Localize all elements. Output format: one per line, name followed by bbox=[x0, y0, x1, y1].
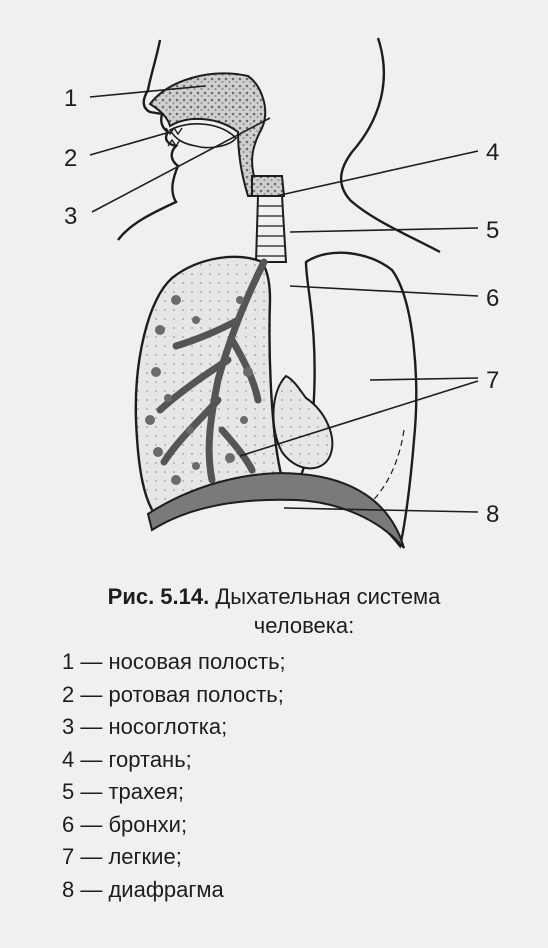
leader-lines bbox=[89, 85, 479, 513]
label-7: 7 bbox=[486, 367, 499, 394]
label-1: 1 bbox=[64, 85, 77, 112]
legend-item: 5 — трахея; bbox=[62, 779, 185, 804]
legend-list: 1 — носовая полость; 2 — ротовая полость… bbox=[62, 646, 286, 906]
back-of-head-outline bbox=[340, 37, 441, 254]
oral-cavity-shape bbox=[168, 123, 238, 149]
trachea-rings bbox=[256, 205, 285, 257]
face-profile-outline bbox=[117, 39, 180, 241]
label-5: 5 bbox=[486, 217, 499, 244]
label-4: 4 bbox=[486, 139, 499, 166]
label-3: 3 bbox=[64, 203, 77, 230]
caption-figure-number: Рис. 5.14. bbox=[107, 584, 210, 609]
legend-item: 7 — легкие; bbox=[62, 844, 182, 869]
larynx-shape bbox=[251, 175, 286, 197]
heart-shape bbox=[272, 374, 334, 470]
bronchial-tree bbox=[156, 258, 268, 484]
right-lung-shape bbox=[298, 251, 418, 549]
caption-title-line: Рис. 5.14. Дыхательная система bbox=[0, 582, 548, 611]
legend-item: 3 — носоглотка; bbox=[62, 714, 228, 739]
legend-item: 4 — гортань; bbox=[62, 746, 192, 772]
diaphragm-shape bbox=[146, 472, 405, 549]
legend-item: 2 — ротовая полость; bbox=[62, 681, 284, 707]
legend-item: 6 — бронхи; bbox=[62, 811, 188, 837]
label-2: 2 bbox=[64, 145, 77, 172]
label-8: 8 bbox=[486, 501, 499, 528]
label-6: 6 bbox=[486, 285, 499, 312]
alveoli-clusters bbox=[145, 295, 253, 485]
legend-item: 8 — диафрагма bbox=[62, 876, 224, 902]
respiratory-system-diagram: 1 2 3 4 5 6 7 8 bbox=[64, 37, 499, 549]
figure-caption: Рис. 5.14. Дыхательная система человека: bbox=[0, 582, 548, 640]
caption-title-part2: человека: bbox=[253, 613, 355, 638]
legend-item: 1 — носовая полость; bbox=[62, 649, 286, 674]
caption-title-part1: Дыхательная система bbox=[215, 584, 441, 609]
